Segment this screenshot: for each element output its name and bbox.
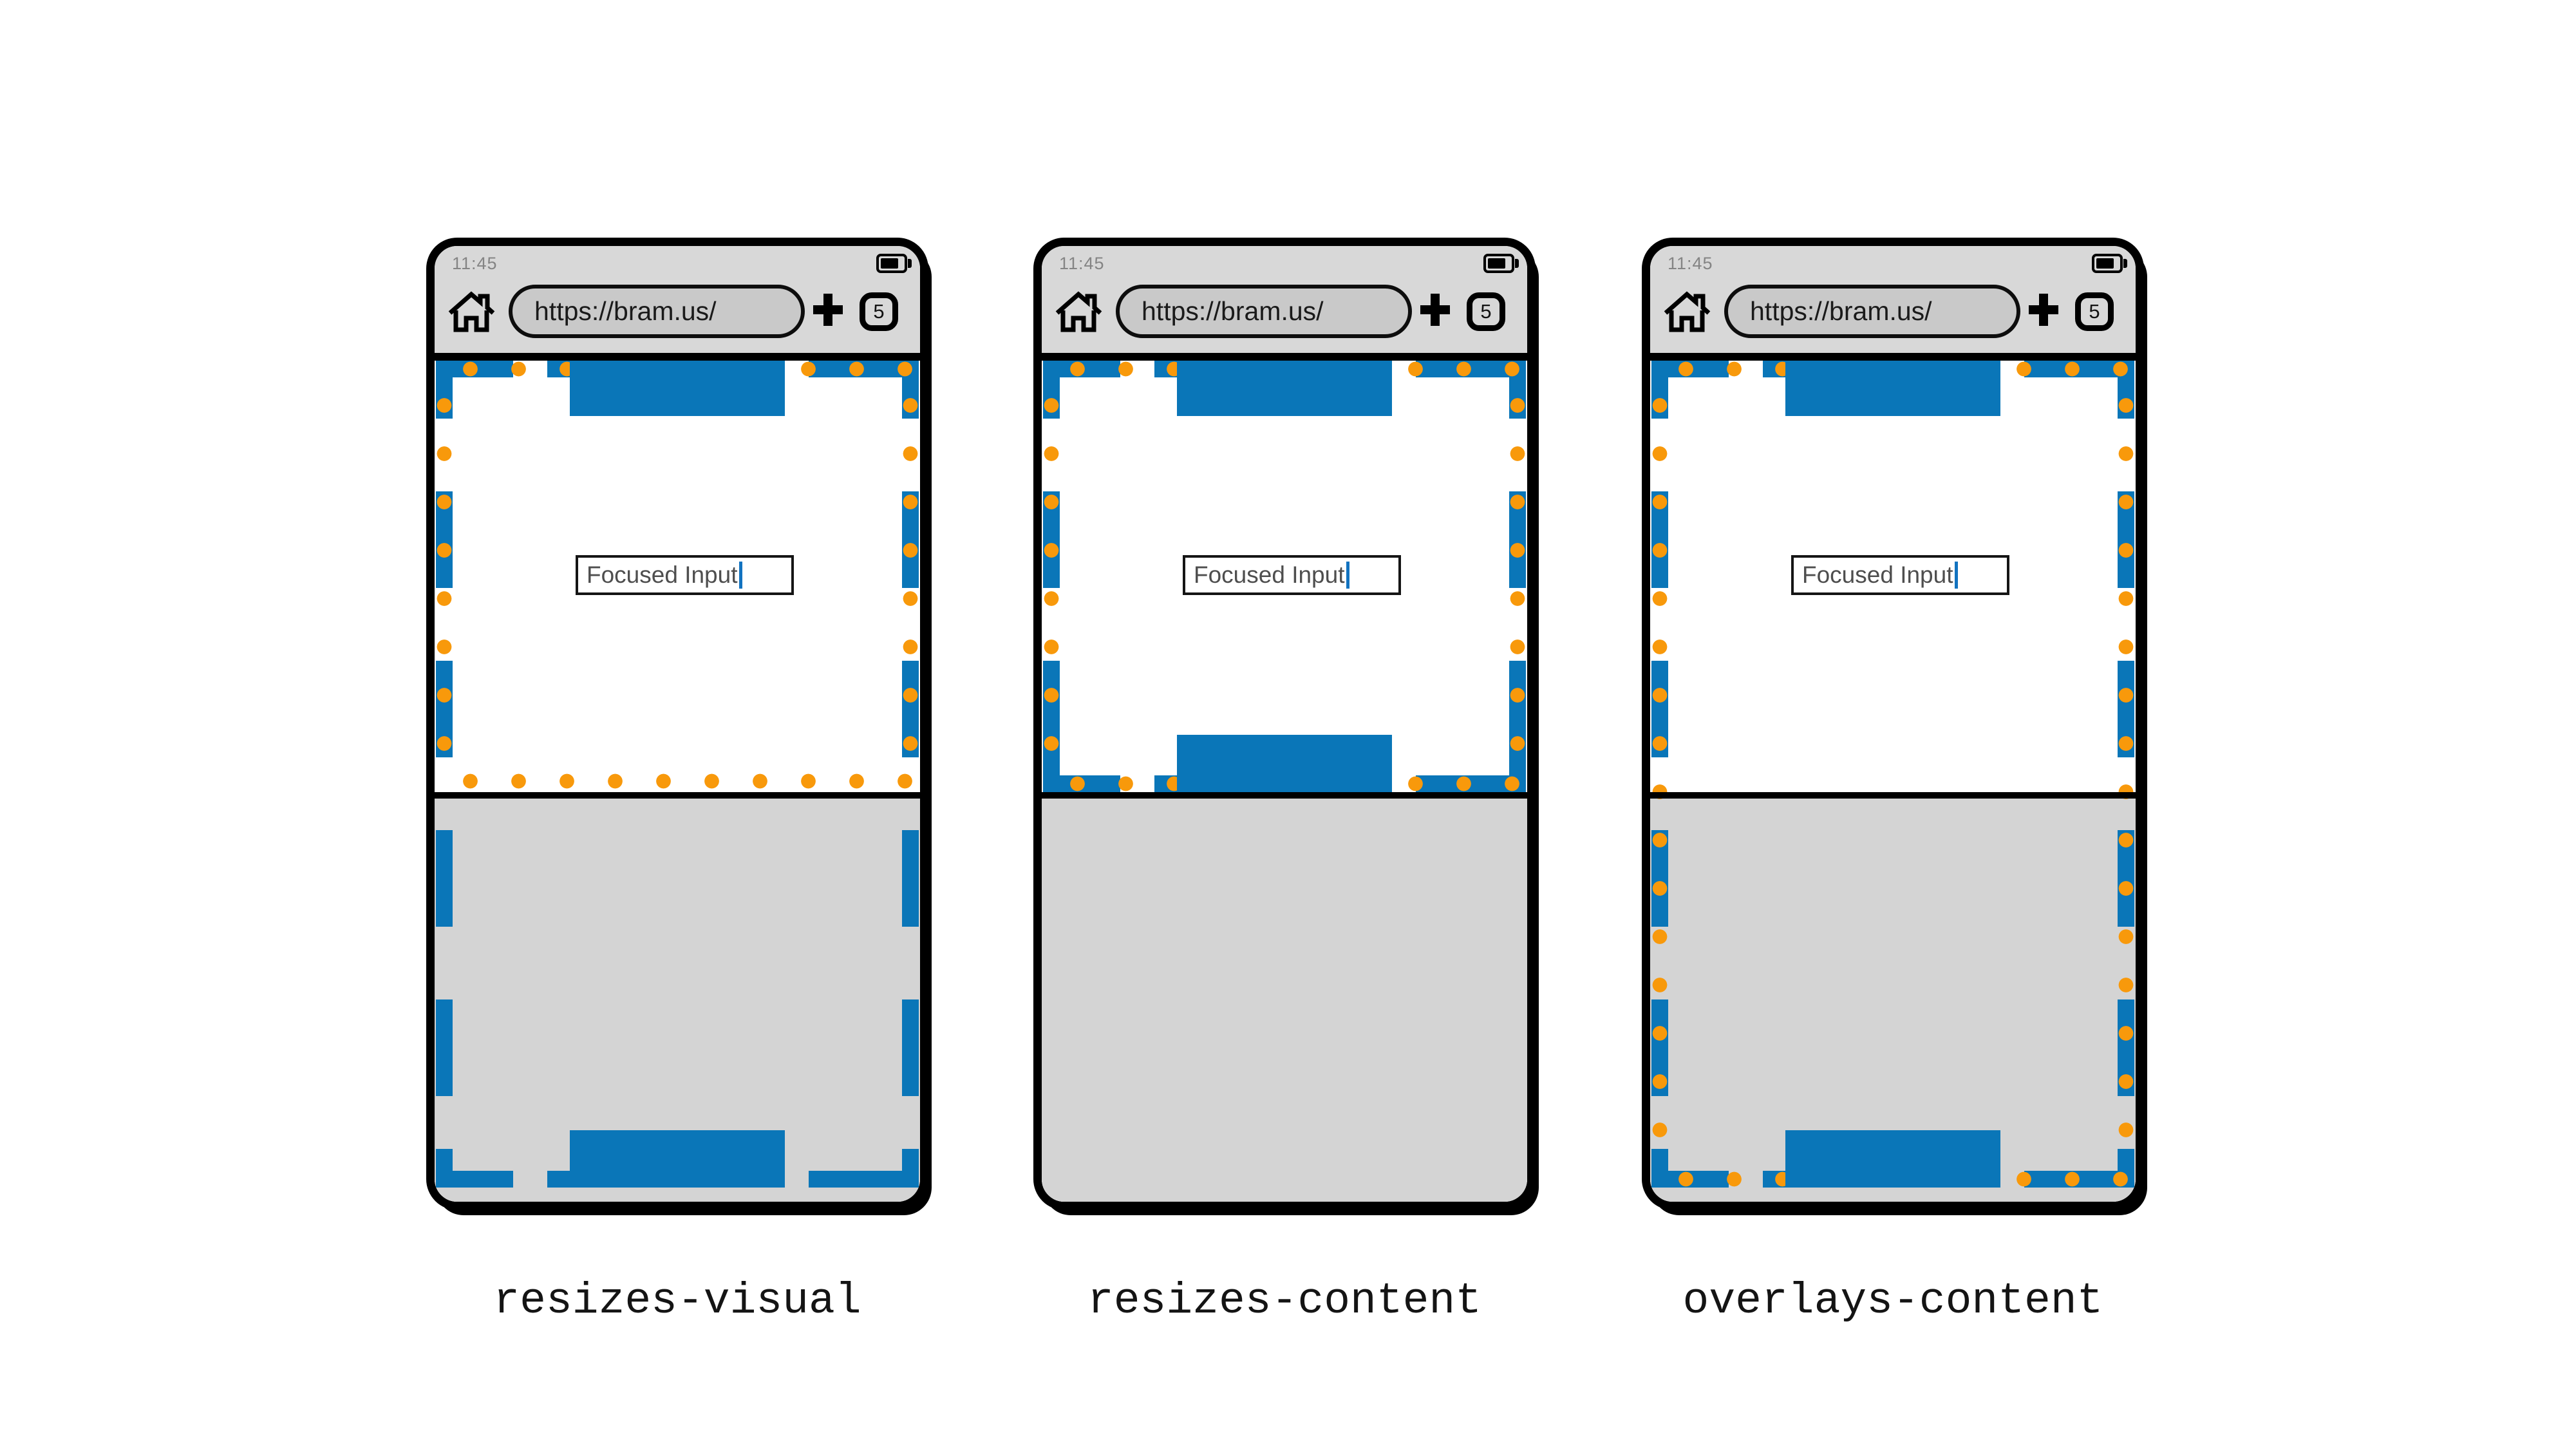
page-header-block	[1785, 361, 2000, 416]
keyboard-top-edge	[435, 792, 920, 799]
caption-resizes-visual: resizes-visual	[493, 1276, 861, 1326]
url-text: https://bram.us/	[1142, 296, 1324, 326]
url-bar[interactable]: https://bram.us/	[1116, 285, 1412, 338]
status-time: 11:45	[1668, 254, 1713, 273]
tab-count: 5	[1480, 300, 1492, 323]
page-header-block	[1177, 361, 1392, 416]
visual-viewport-dots-right	[2118, 374, 2134, 1171]
battery-icon	[1483, 254, 1521, 273]
url-text: https://bram.us/	[534, 296, 717, 326]
keyboard-top-edge	[1650, 792, 2136, 799]
status-time: 11:45	[1059, 254, 1105, 273]
phone-mockup-resizes-visual: 11:45 https://bram.us/ 5	[426, 238, 928, 1210]
chrome-divider	[1650, 353, 2136, 361]
browser-chrome: 11:45 https://bram.us/ 5	[1650, 246, 2136, 353]
page-footer-block	[1177, 735, 1392, 792]
battery-icon	[876, 254, 914, 273]
new-tab-plus-icon[interactable]	[2029, 294, 2058, 326]
caption-resizes-content: resizes-content	[1087, 1276, 1482, 1326]
phone-mockup-resizes-content: 11:45 https://bram.us/ 5	[1033, 238, 1536, 1210]
focused-input[interactable]: Focused Input	[576, 555, 794, 595]
keyboard-top-edge	[1042, 792, 1527, 799]
home-icon[interactable]	[447, 290, 496, 334]
focused-input-value: Focused Input	[587, 562, 738, 588]
tab-count: 5	[873, 300, 885, 323]
browser-chrome: 11:45 https://bram.us/ 5	[1042, 246, 1527, 353]
url-text: https://bram.us/	[1750, 296, 1932, 326]
text-caret	[1346, 562, 1350, 589]
visual-viewport-dots-left	[1043, 374, 1060, 775]
page-footer-block	[570, 1130, 785, 1188]
chrome-divider	[1042, 353, 1527, 361]
tab-counter-button[interactable]: 5	[2075, 292, 2114, 331]
battery-icon	[2092, 254, 2129, 273]
virtual-keyboard	[1042, 799, 1527, 1202]
new-tab-plus-icon[interactable]	[1420, 294, 1450, 326]
tab-counter-button[interactable]: 5	[1467, 292, 1505, 331]
visual-viewport-dots-left	[436, 374, 453, 774]
visual-viewport-dots-bottom	[436, 773, 919, 790]
chrome-divider	[435, 353, 920, 361]
webpage-viewport: Focused Input	[1650, 361, 2136, 1202]
text-caret	[1955, 562, 1959, 589]
status-time: 11:45	[452, 254, 498, 273]
phone-mockup-overlays-content: 11:45 https://bram.us/ 5	[1642, 238, 2144, 1210]
visual-viewport-dots-right	[1509, 374, 1526, 775]
webpage-viewport: Focused Input	[435, 361, 920, 1202]
focused-input[interactable]: Focused Input	[1183, 555, 1401, 595]
focused-input-value: Focused Input	[1802, 562, 1953, 588]
tab-counter-button[interactable]: 5	[860, 292, 898, 331]
home-icon[interactable]	[1054, 290, 1103, 334]
new-tab-plus-icon[interactable]	[813, 294, 843, 326]
url-bar[interactable]: https://bram.us/	[509, 285, 805, 338]
focused-input[interactable]: Focused Input	[1791, 555, 2009, 595]
webpage-viewport: Focused Input	[1042, 361, 1527, 1202]
tab-count: 5	[2089, 300, 2100, 323]
page-header-block	[570, 361, 785, 416]
url-bar[interactable]: https://bram.us/	[1724, 285, 2020, 338]
browser-chrome: 11:45 https://bram.us/ 5	[435, 246, 920, 353]
visual-viewport-dots-left	[1651, 374, 1668, 1171]
text-caret	[739, 562, 743, 589]
visual-viewport-dots-right	[902, 374, 919, 774]
caption-overlays-content: overlays-content	[1682, 1276, 2103, 1326]
page-footer-block	[1785, 1130, 2000, 1188]
home-icon[interactable]	[1662, 290, 1711, 334]
focused-input-value: Focused Input	[1194, 562, 1345, 588]
